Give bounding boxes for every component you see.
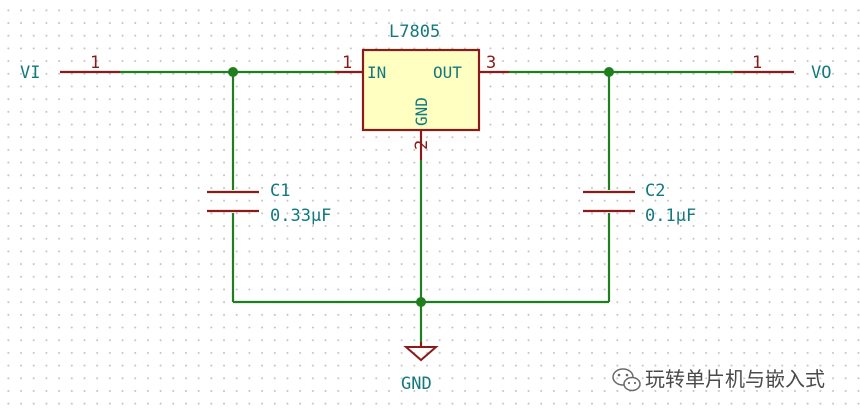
regulator-pin-gnd-number: 2: [412, 140, 432, 150]
wechat-icon: [612, 368, 641, 392]
capacitor-c2[interactable]: C2 0.1µF: [583, 181, 696, 226]
capacitor-c2-ref: C2: [645, 181, 665, 201]
output-port-pin-number: 1: [752, 53, 762, 73]
capacitor-c1[interactable]: C1 0.33µF: [207, 181, 331, 226]
regulator-pin-in-number: 1: [342, 53, 352, 73]
output-port[interactable]: VO 1: [734, 53, 831, 83]
regulator-label-gnd: GND: [412, 97, 431, 126]
regulator-label-in: IN: [367, 63, 386, 82]
capacitor-c1-ref: C1: [270, 181, 290, 201]
junction-input: [228, 67, 238, 77]
junction-output: [604, 67, 614, 77]
ground-icon: [403, 346, 439, 362]
watermark-text: 玩转单片机与嵌入式: [645, 367, 825, 391]
capacitor-c2-value: 0.1µF: [645, 206, 696, 226]
junctions: [228, 67, 614, 307]
regulator-pin-out-number: 3: [486, 53, 496, 73]
watermark: 玩转单片机与嵌入式: [612, 367, 825, 392]
regulator-l7805[interactable]: L7805 1 3 2 IN OUT GND: [335, 22, 509, 160]
output-port-label: VO: [811, 63, 831, 83]
regulator-body: [361, 48, 481, 132]
input-port-label: VI: [20, 63, 40, 83]
wires: [120, 70, 734, 342]
input-port[interactable]: VI 1: [20, 53, 120, 83]
junction-ground: [416, 297, 426, 307]
input-port-pin-number: 1: [90, 53, 100, 73]
regulator-label-out: OUT: [433, 63, 462, 82]
ground-symbol[interactable]: GND: [401, 342, 439, 394]
capacitor-c1-value: 0.33µF: [270, 206, 331, 226]
ground-label: GND: [401, 374, 432, 394]
regulator-name: L7805: [389, 22, 440, 42]
